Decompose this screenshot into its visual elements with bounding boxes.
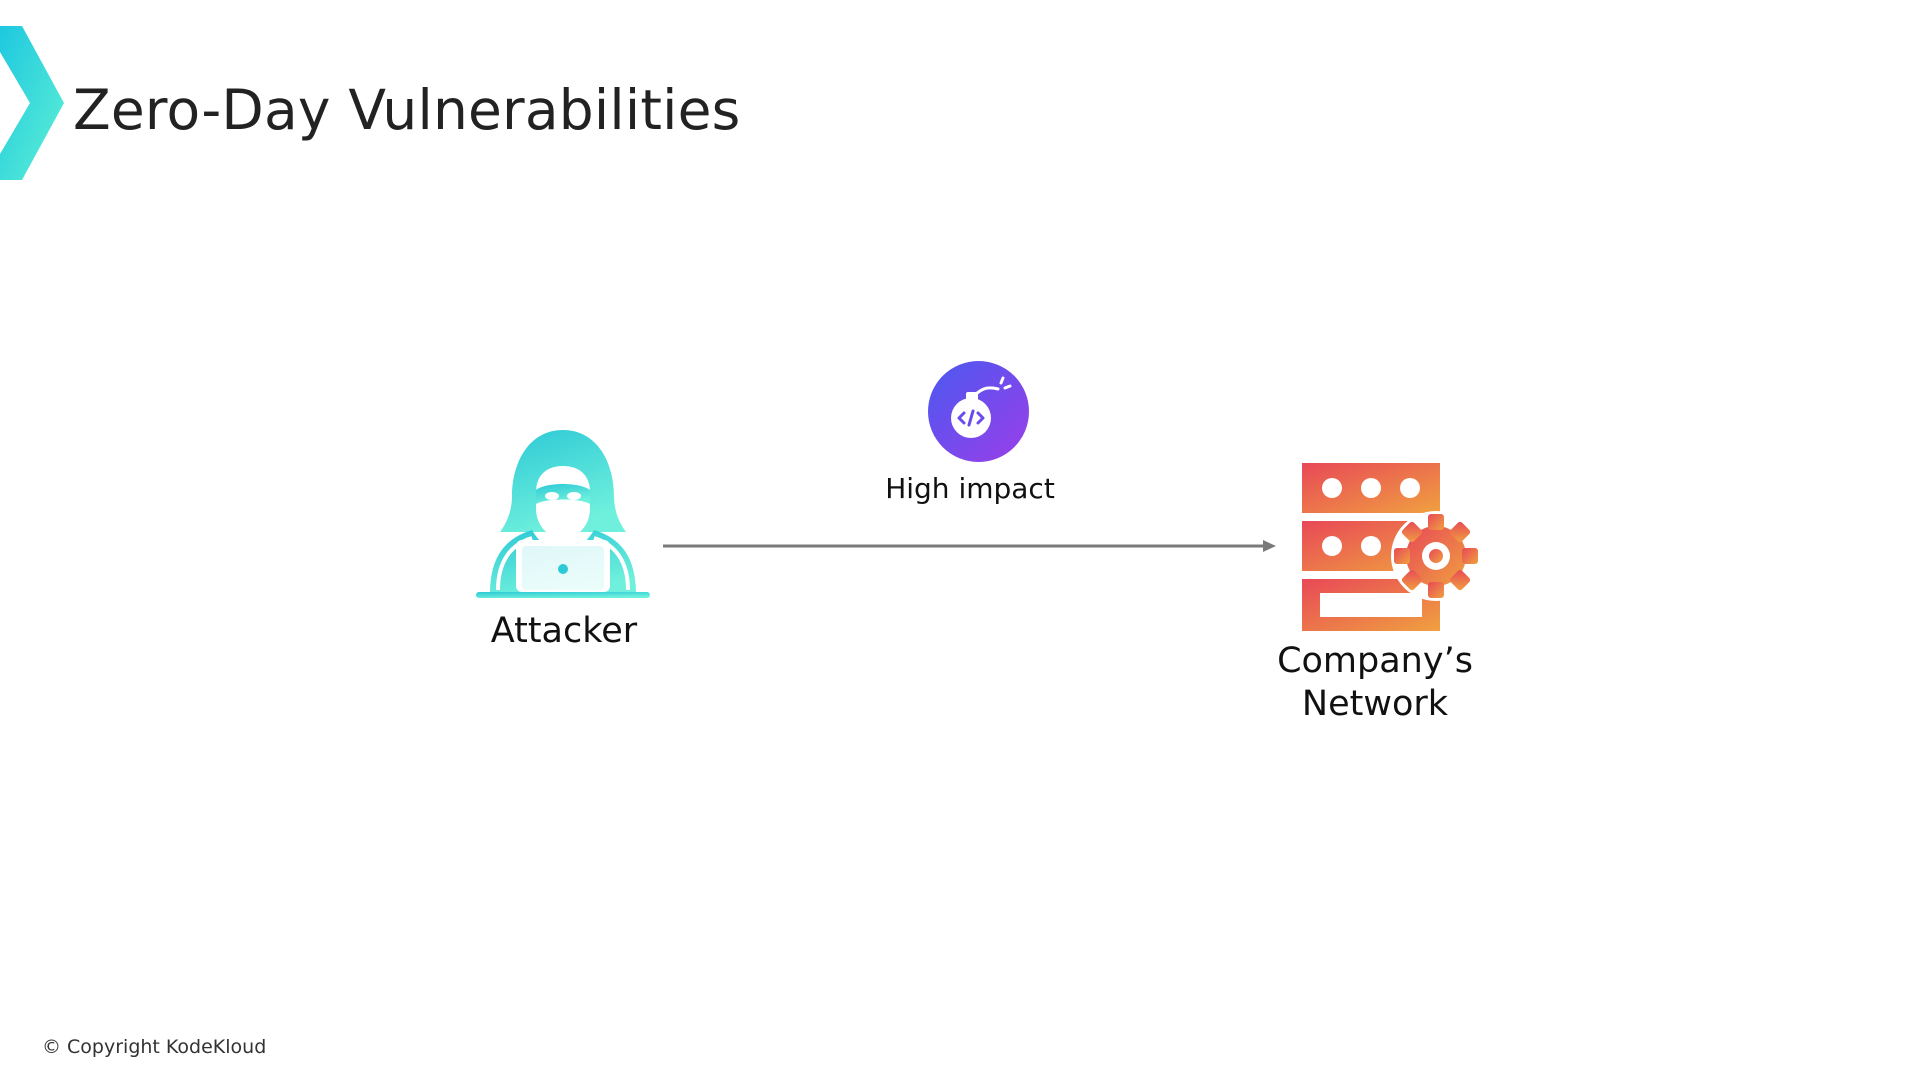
chevron-accent-icon	[0, 26, 64, 180]
slide-title: Zero-Day Vulnerabilities	[73, 78, 741, 142]
edge-label: High impact	[885, 472, 1055, 505]
server-gear-icon	[1302, 463, 1481, 631]
attacker-label: Attacker	[490, 611, 638, 651]
company-network-label: Company’s Network	[1277, 641, 1473, 724]
code-bomb-icon	[928, 361, 1029, 462]
copyright-footer: © Copyright KodeKloud	[42, 1036, 267, 1058]
hooded-hacker-laptop-icon	[476, 430, 650, 598]
flow-arrow	[663, 540, 1276, 552]
